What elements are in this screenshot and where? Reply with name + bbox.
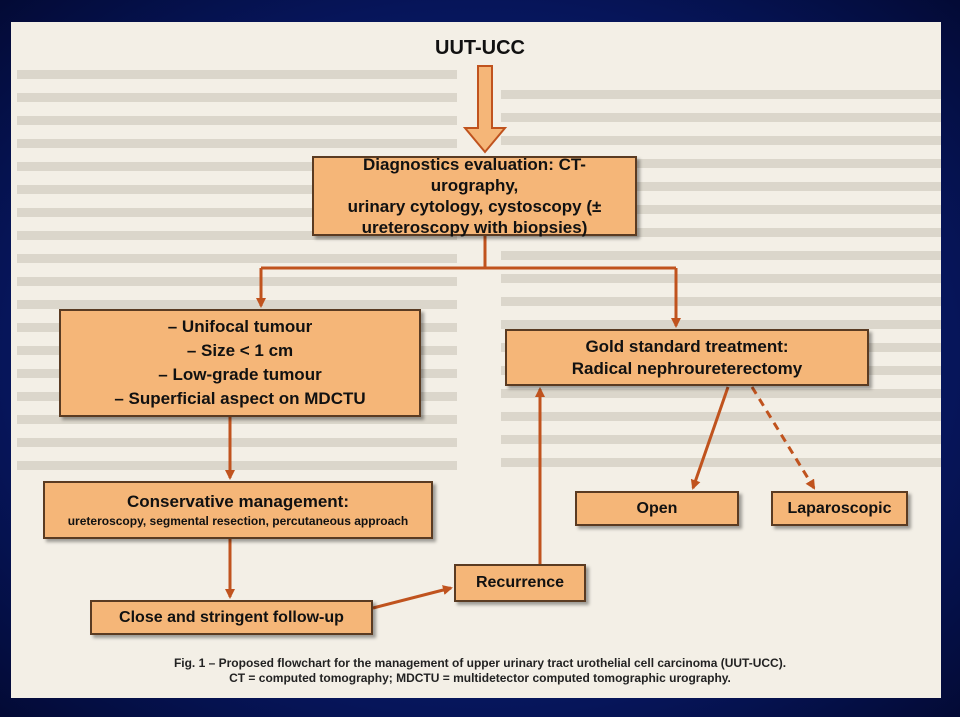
caption-line-1: Fig. 1 – Proposed flowchart for the mana… [173,656,787,670]
arrow-to-open [690,386,730,490]
gold-standard-line-1: Gold standard treatment: [585,336,789,356]
big-down-arrow [462,65,508,154]
diagnostics-line-1: Diagnostics evaluation: CT-urography, [363,155,586,195]
gold-standard-line-2: Radical nephroureterectomy [571,358,803,378]
figure-caption: Fig. 1 – Proposed flowchart for the mana… [40,656,920,686]
criterion-unifocal: – Unifocal tumour [167,317,313,336]
recurrence-box: Recurrence [454,564,586,602]
criterion-size: – Size < 1 cm [186,341,294,360]
diagnostics-line-2: urinary cytology, cystoscopy (± [347,197,602,216]
laparoscopic-box: Laparoscopic [771,491,908,526]
follow-up-box: Close and stringent follow-up [90,600,373,635]
criterion-superficial: – Superficial aspect on MDCTU [114,389,366,408]
caption-line-2: CT = computed tomography; MDCTU = multid… [229,671,731,685]
diagram-title: UUT-UCC [435,37,525,59]
conservative-box: Conservative management: ureteroscopy, s… [43,481,433,539]
arrow-to-laparoscopic [750,386,816,490]
gold-standard-box: Gold standard treatment: Radical nephrou… [505,329,869,386]
arrow-to-recurrence [372,585,453,610]
conservative-title: Conservative management: [126,492,350,511]
conservative-detail: ureteroscopy, segmental resection, percu… [67,514,409,528]
criterion-low-grade: – Low-grade tumour [158,365,322,384]
open-box: Open [575,491,739,526]
criteria-box: – Unifocal tumour – Size < 1 cm – Low-gr… [59,309,421,417]
diagnostics-line-3: ureteroscopy with biopsies) [361,218,588,237]
diagnostics-box: Diagnostics evaluation: CT-urography, ur… [312,155,637,237]
